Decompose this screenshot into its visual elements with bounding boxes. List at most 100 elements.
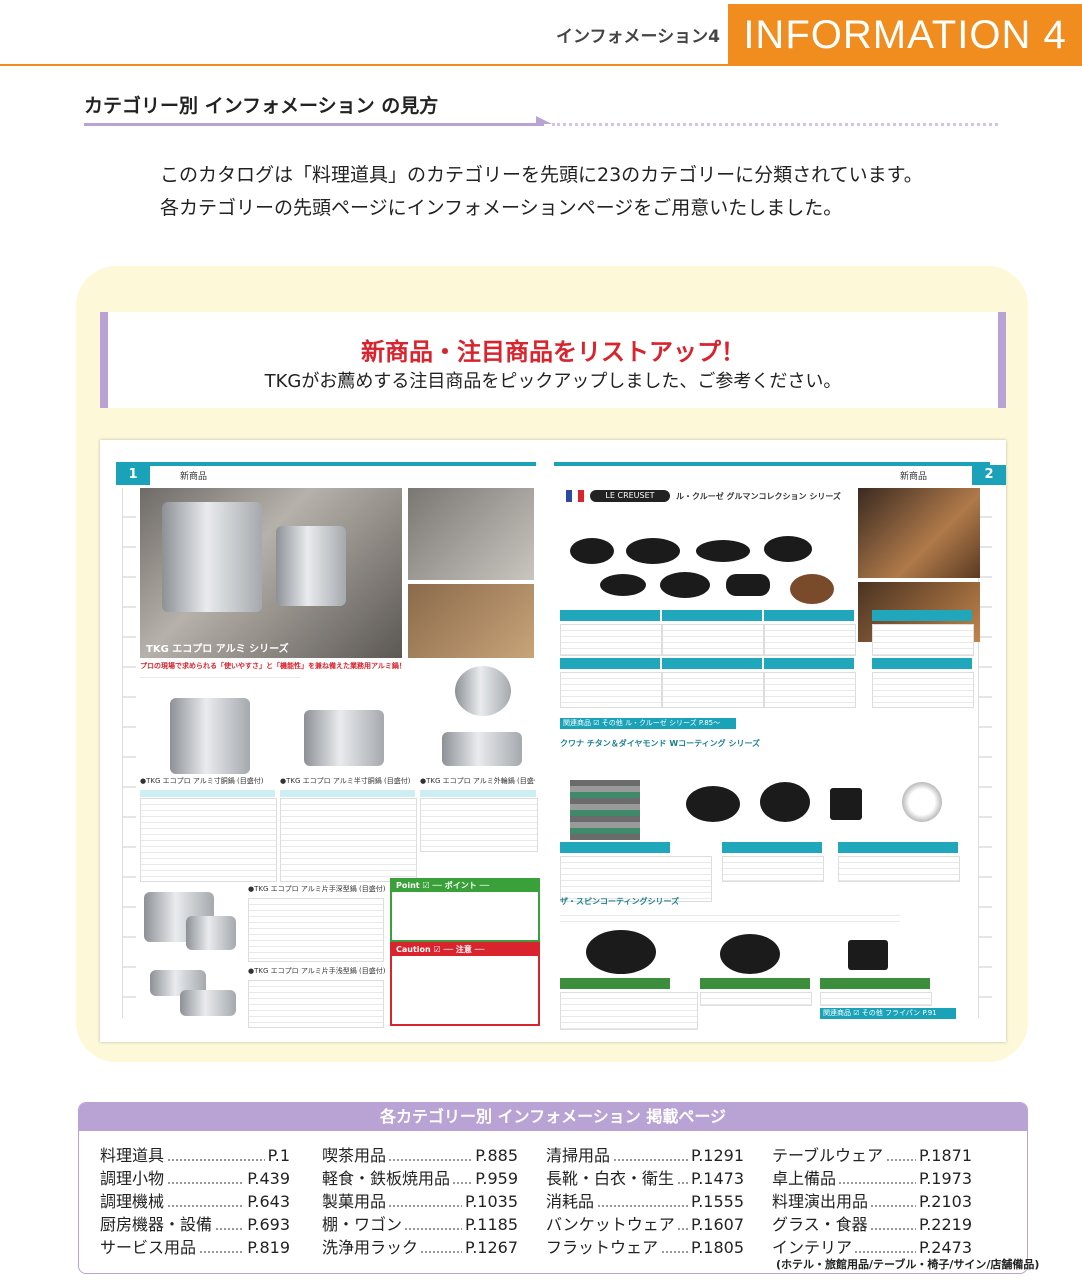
index-category-name: インテリア [772, 1237, 856, 1259]
item-bar-8 [872, 658, 972, 669]
item-spec-3 [764, 624, 856, 656]
product-title-2: ●TKG エコプロ アルミ半寸胴鍋 (目盛付) [280, 777, 411, 785]
product-rondeau-icon [442, 732, 522, 766]
item-bar-3 [764, 610, 854, 621]
index-category-name: 料理演出用品 [772, 1191, 872, 1213]
index-page-number: P.693 [244, 1214, 290, 1236]
item-spec-14 [820, 992, 932, 1006]
right-series-2: クワナ チタン＆ダイヤモンド Wコーティング シリーズ [560, 739, 761, 748]
square-pan-icon [830, 788, 862, 820]
side-photo-1 [408, 488, 534, 580]
index-category-name: 調理機械 [100, 1191, 168, 1213]
item-spec-12 [560, 992, 698, 1030]
leader-dots [322, 1228, 518, 1230]
index-category-name: バンケットウェア [546, 1214, 678, 1236]
index-category-name: 清掃用品 [546, 1145, 614, 1167]
left-page-label: 新商品 [180, 472, 208, 482]
index-page-number: P.1 [264, 1145, 290, 1167]
spec-head-2 [280, 790, 415, 797]
index-category-name: 消耗品 [546, 1191, 598, 1213]
index-category-name: グラス・食器 [772, 1214, 871, 1236]
index-page-number: P.1555 [688, 1191, 744, 1213]
skillet-icon [764, 536, 812, 562]
spin-square-pan-icon [848, 940, 888, 970]
index-page-number: P.2473 [916, 1237, 972, 1259]
hero-pot-icon [276, 526, 346, 606]
banner-subline: TKGがお薦めする注目商品をピックアップしました、ご参考ください。 [264, 371, 842, 392]
catalog-spread: 1 新商品 TKG エコプロ アルミ シリーズ プロの現場で求められる「使いやす… [100, 440, 1006, 1042]
point-box-title: Point ☑ ── ポイント ── [392, 880, 538, 892]
item-bar-12 [560, 978, 670, 989]
mini-oval-icon [660, 572, 710, 598]
right-page-strip [554, 462, 990, 466]
header-subtitle: インフォメーション4 [556, 27, 720, 47]
index-page-number: P.2103 [916, 1191, 972, 1213]
index-page-number: P.2219 [916, 1214, 972, 1236]
index-page-number: P.643 [244, 1191, 290, 1213]
product-saucepan-small-icon [186, 916, 236, 950]
leader-dots [100, 1205, 290, 1207]
coating-layers-diagram [570, 780, 640, 840]
gratin-dish-icon [696, 540, 750, 562]
item-bar-7 [764, 658, 854, 669]
france-flag-icon [566, 490, 584, 502]
spec-table-2 [280, 798, 417, 882]
index-page-number: P.1607 [688, 1214, 744, 1236]
item-bar-5 [560, 658, 660, 669]
product-title-5: ●TKG エコプロ アルミ片手浅型鍋 (目盛付) [248, 967, 386, 975]
header-rule [0, 64, 1082, 66]
right-page-number: 2 [972, 465, 1006, 485]
index-category-name: 棚・ワゴン [322, 1214, 406, 1236]
index-page-number: P.1035 [462, 1191, 518, 1213]
index-entry: グラス・食器 P.2219 [772, 1214, 972, 1236]
product-shallow-pan-small-icon [180, 990, 236, 1016]
index-page-number: P.959 [472, 1168, 518, 1190]
index-entry: 調理機械 P.643 [100, 1191, 290, 1213]
cocotte-icon [570, 538, 614, 564]
left-page-number: 1 [116, 465, 150, 485]
leader-dots [322, 1205, 518, 1207]
left-page-strip [116, 462, 536, 466]
item-spec-5 [560, 672, 662, 708]
index-page-number: P.819 [244, 1237, 290, 1259]
leader-dots [772, 1182, 972, 1184]
item-spec-7 [764, 672, 856, 708]
product-halfpot-icon [304, 710, 384, 766]
product-title-1: ●TKG エコプロ アルミ寸胴鍋 (目盛付) [140, 777, 264, 785]
frypan-icon [686, 786, 740, 822]
leader-dots [100, 1159, 290, 1161]
item-bar-11 [838, 842, 958, 853]
leader-dots [772, 1228, 972, 1230]
spec-head-1 [140, 790, 275, 797]
item-spec-11 [838, 856, 960, 882]
spec-table-5 [248, 980, 384, 1028]
spin-desc [560, 910, 900, 922]
index-page-number: P.1267 [462, 1237, 518, 1259]
index-entry: バンケットウェア P.1607 [546, 1214, 744, 1236]
caution-box: Caution ☑ ── 注意 ── [390, 942, 540, 1026]
banner-headline: 新商品・注目商品をリストアップ！ [361, 338, 745, 366]
section-rule-arrow [536, 116, 552, 124]
left-desc [140, 672, 300, 678]
index-entry: インテリア P.2473 [772, 1237, 972, 1259]
category-index-title: 各カテゴリー別 インフォメーション 掲載ページ [79, 1103, 1027, 1131]
deep-frypan-icon [760, 782, 810, 822]
dish-photo-1 [858, 488, 980, 578]
index-category-name: サービス用品 [100, 1237, 200, 1259]
index-category-name: 喫茶用品 [322, 1145, 390, 1167]
product-title-4: ●TKG エコプロ アルミ片手深型鍋 (目盛付) [248, 885, 386, 893]
index-page-number: P.1473 [688, 1168, 744, 1190]
item-spec-4 [872, 624, 974, 656]
item-bar-1 [560, 610, 660, 621]
item-spec-13 [700, 992, 812, 1006]
